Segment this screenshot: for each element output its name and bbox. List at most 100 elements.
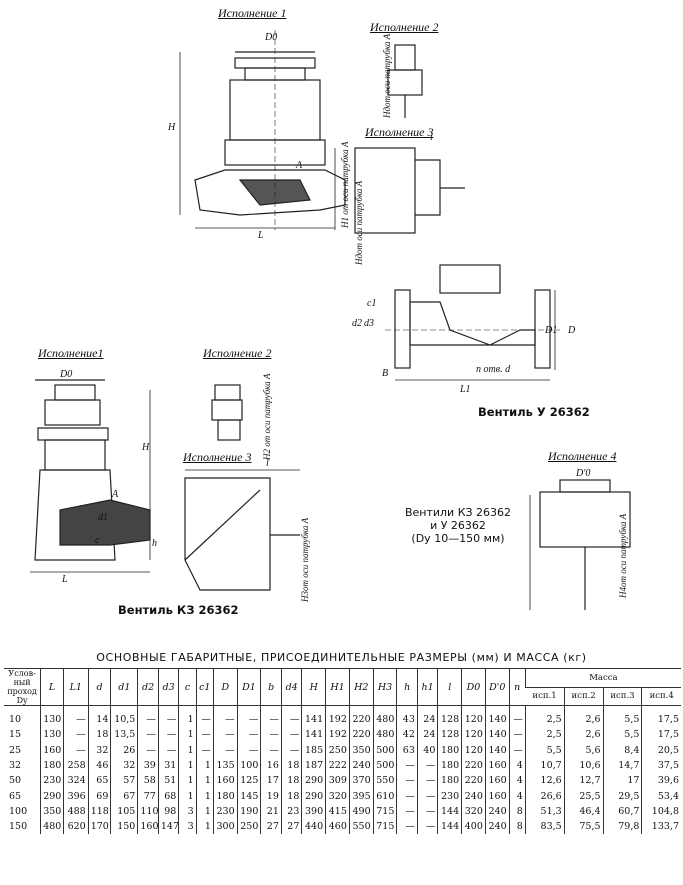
table-cell: — (280, 742, 302, 758)
table-cell: 396 (62, 788, 89, 804)
table-cell: — (157, 742, 179, 758)
dim-D0p: D'0 (575, 468, 590, 479)
table-cell: — (137, 705, 159, 728)
table-cell: 58 (137, 773, 159, 789)
table-cell: 17,5 (641, 727, 681, 743)
table-cell: 220 (348, 705, 374, 728)
table-cell: 150 (110, 819, 138, 835)
table-cell: 18 (280, 773, 302, 789)
table-cell: 350 (348, 742, 374, 758)
dim-h: h (152, 538, 157, 549)
table-cell: — (137, 727, 159, 743)
table-cell: — (260, 705, 282, 728)
dim-D0: D0 (264, 32, 277, 43)
table-cell: 1 (178, 773, 197, 789)
table-cell: 550 (372, 773, 397, 789)
table-cell: 39,6 (641, 773, 681, 789)
header-col: L1 (62, 668, 89, 706)
table-cell: 145 (236, 788, 261, 804)
table-cell: 5,6 (563, 742, 604, 758)
table-cell: 130 (40, 727, 64, 743)
table-cell: — (157, 727, 179, 743)
table-cell: 300 (212, 819, 238, 835)
table-cell: 68 (157, 788, 179, 804)
header-col: D0 (461, 668, 486, 706)
table-cell: 133,7 (641, 819, 681, 835)
variant2-bottom-drawing (211, 384, 243, 441)
table-cell: 32 (110, 757, 138, 774)
h2-axis-label: H2 от оси патрубка A (262, 373, 272, 460)
table-cell: 120 (461, 705, 486, 728)
table-cell: 24 (416, 705, 438, 728)
table-cell: 2,6 (563, 727, 604, 743)
table-cell: 230 (40, 773, 64, 789)
table-cell: 10,7 (524, 757, 565, 774)
header-col: d3 (157, 668, 179, 706)
table-cell: 240 (461, 788, 486, 804)
table-cell: 105 (110, 803, 138, 820)
table-cell: 65 (87, 773, 111, 789)
table-cell: 500 (372, 742, 397, 758)
table-cell: 63 (396, 742, 418, 758)
header-col: h (396, 668, 418, 706)
table-cell: 180 (40, 757, 64, 774)
table-cell: — (396, 788, 418, 804)
table-cell: 480 (372, 705, 397, 728)
table-cell: 2,5 (524, 727, 565, 743)
table-cell: 320 (461, 803, 486, 820)
table-cell: 320 (325, 788, 350, 804)
table-cell: 400 (461, 819, 486, 835)
table-cell: 440 (301, 819, 326, 835)
table-cell: 620 (62, 819, 89, 835)
table-cell: — (195, 705, 214, 728)
note-line2: и У 26362 (430, 519, 486, 532)
header-col: D'0 (484, 668, 510, 706)
valve-kz-drawing (30, 379, 151, 573)
table-cell: 5,5 (602, 705, 642, 728)
dim-H: H (167, 122, 176, 133)
table-cell: 21 (260, 803, 282, 820)
table-cell: — (62, 742, 89, 758)
table-cell: 20,5 (641, 742, 681, 758)
table-cell: 390 (301, 803, 326, 820)
header-col: H1 (325, 668, 350, 706)
table-cell: 240 (348, 757, 374, 774)
table-cell: 500 (372, 757, 397, 774)
table-cell: 190 (236, 803, 261, 820)
table-cell: 230 (437, 788, 462, 804)
table-cell: 27 (260, 819, 282, 835)
table-cell: 480 (40, 819, 64, 835)
variant4-drawing (529, 479, 631, 610)
dim-l-bottom: l (266, 458, 269, 469)
header-col: c1 (195, 668, 214, 706)
table-cell: 75,5 (563, 819, 604, 835)
table-cell: 19 (260, 788, 282, 804)
table-cell: 1 (195, 757, 214, 774)
table-cell: 10,6 (563, 757, 604, 774)
table-cell: 1 (195, 788, 214, 804)
header-col: d2 (137, 668, 159, 706)
table-cell: 14 (87, 705, 111, 728)
table-cell: — (416, 757, 438, 774)
dim-L: L (257, 230, 264, 241)
table-cell: — (62, 705, 89, 728)
table-cell: 110 (137, 803, 159, 820)
table-cell: — (212, 727, 238, 743)
header-mass-col: исп.2 (563, 687, 604, 706)
table-cell: 23 (280, 803, 302, 820)
table-cell: 27 (280, 819, 302, 835)
table-cell: 26 (110, 742, 138, 758)
table-cell: 37,5 (641, 757, 681, 774)
table-cell: 1 (178, 742, 197, 758)
note-line1: Вентили КЗ 26362 (404, 506, 512, 519)
table-cell: 5,5 (602, 727, 642, 743)
table-cell: — (416, 788, 438, 804)
table-cell: 1 (178, 727, 197, 743)
table-cell: 3 (178, 819, 197, 835)
table-cell: 290 (301, 773, 326, 789)
table-cell: 222 (325, 757, 350, 774)
header-col: d1 (110, 668, 138, 706)
table-cell: 120 (461, 727, 486, 743)
table-cell: 180 (437, 757, 462, 774)
